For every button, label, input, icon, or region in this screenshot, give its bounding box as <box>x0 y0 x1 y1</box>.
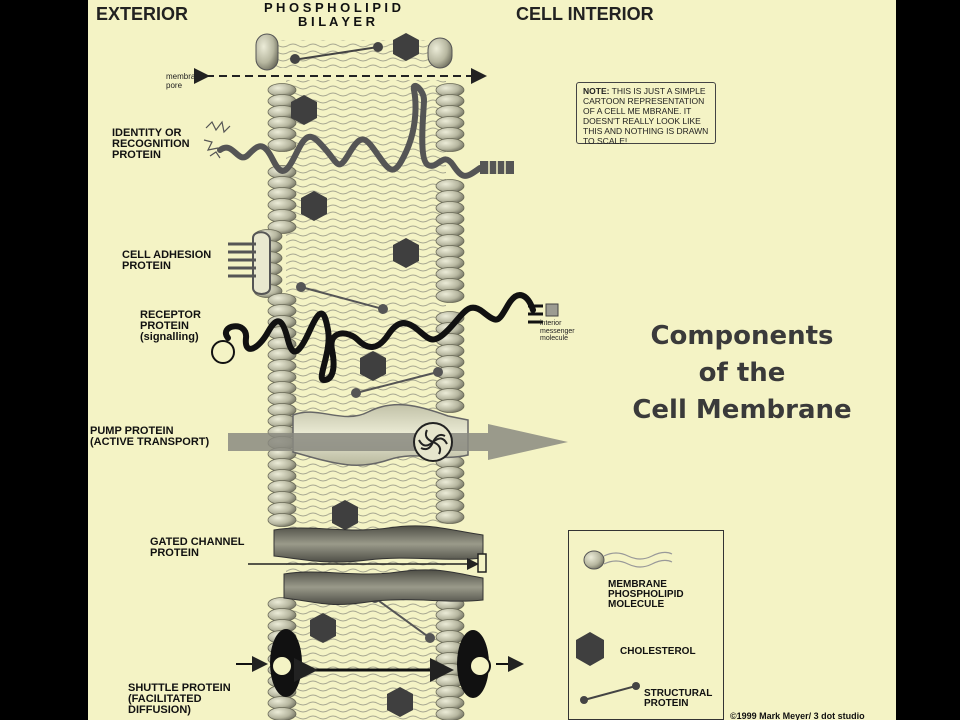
top-phospholipid-group <box>255 33 453 71</box>
label-membrane-pore: membrane pore <box>166 72 205 90</box>
structural-proteins <box>296 282 443 643</box>
exterior-heading: EXTERIOR <box>96 4 189 24</box>
title-line3: Cell Membrane <box>632 395 852 425</box>
legend-structural: STRUCTURAL PROTEIN <box>644 688 713 709</box>
legend-cholesterol: CHOLESTEROL <box>620 646 696 657</box>
membrane-illustration <box>194 33 673 720</box>
bilayer-heading-line2: B I L A Y E R <box>298 14 376 29</box>
title-block: Components of the Cell Membrane <box>596 318 888 429</box>
gated-channel-protein <box>248 525 487 606</box>
structural-dot <box>373 42 383 52</box>
phospholipid-head <box>267 707 297 720</box>
adhesion-protein <box>228 231 271 295</box>
phospholipid-head <box>435 707 465 720</box>
interior-heading: CELL INTERIOR <box>516 4 654 24</box>
phospholipid-head <box>435 289 465 303</box>
legend-phospholipid: MEMBRANE PHOSPHOLIPID MOLECULE <box>608 579 684 610</box>
note-box: NOTE: THIS IS JUST A SIMPLE CARTOON REPR… <box>576 82 716 146</box>
lipid-tails <box>286 80 446 720</box>
title-line1: Components <box>650 321 834 351</box>
diagram-canvas: EXTERIOR P H O S P H O L I P I D B I L A… <box>88 0 896 720</box>
outer-leaflet-heads <box>253 83 297 720</box>
cholesterol-top <box>393 33 419 61</box>
title-line2: of the <box>698 358 786 388</box>
note-prefix: NOTE: <box>583 86 610 96</box>
note-text: THIS IS JUST A SIMPLE CARTOON REPRESENTA… <box>583 86 709 146</box>
bilayer-heading-line1: P H O S P H O L I P I D <box>264 0 402 15</box>
label-interior-messenger: interior messenger molecule <box>540 320 575 342</box>
structural-dot <box>290 54 300 64</box>
shuttle-protein <box>236 629 524 698</box>
label-shuttle-protein: SHUTTLE PROTEIN (FACILITATED DIFFUSION) <box>128 682 231 716</box>
copyright: ©1999 Mark Meyer/ 3 dot studio <box>730 711 865 720</box>
receptor-protein <box>211 292 559 384</box>
phospholipid-head <box>267 513 297 527</box>
phospholipid-head <box>435 510 465 524</box>
phospholipid-head <box>435 399 465 413</box>
identity-protein <box>203 82 514 179</box>
legend-glyphs <box>576 550 673 704</box>
label-identity-protein: IDENTITY OR RECOGNITION PROTEIN <box>112 127 190 161</box>
phospholipid-head <box>435 138 465 152</box>
phospholipid-head <box>267 138 297 152</box>
label-pump-protein: PUMP PROTEIN (ACTIVE TRANSPORT) <box>90 425 210 448</box>
label-adhesion-protein: CELL ADHESION PROTEIN <box>122 249 212 272</box>
cholesterol-molecules <box>291 95 419 717</box>
label-gated-channel: GATED CHANNEL PROTEIN <box>150 536 245 559</box>
pump-protein <box>228 403 568 466</box>
label-receptor-protein: RECEPTOR PROTEIN (signalling) <box>140 309 201 343</box>
